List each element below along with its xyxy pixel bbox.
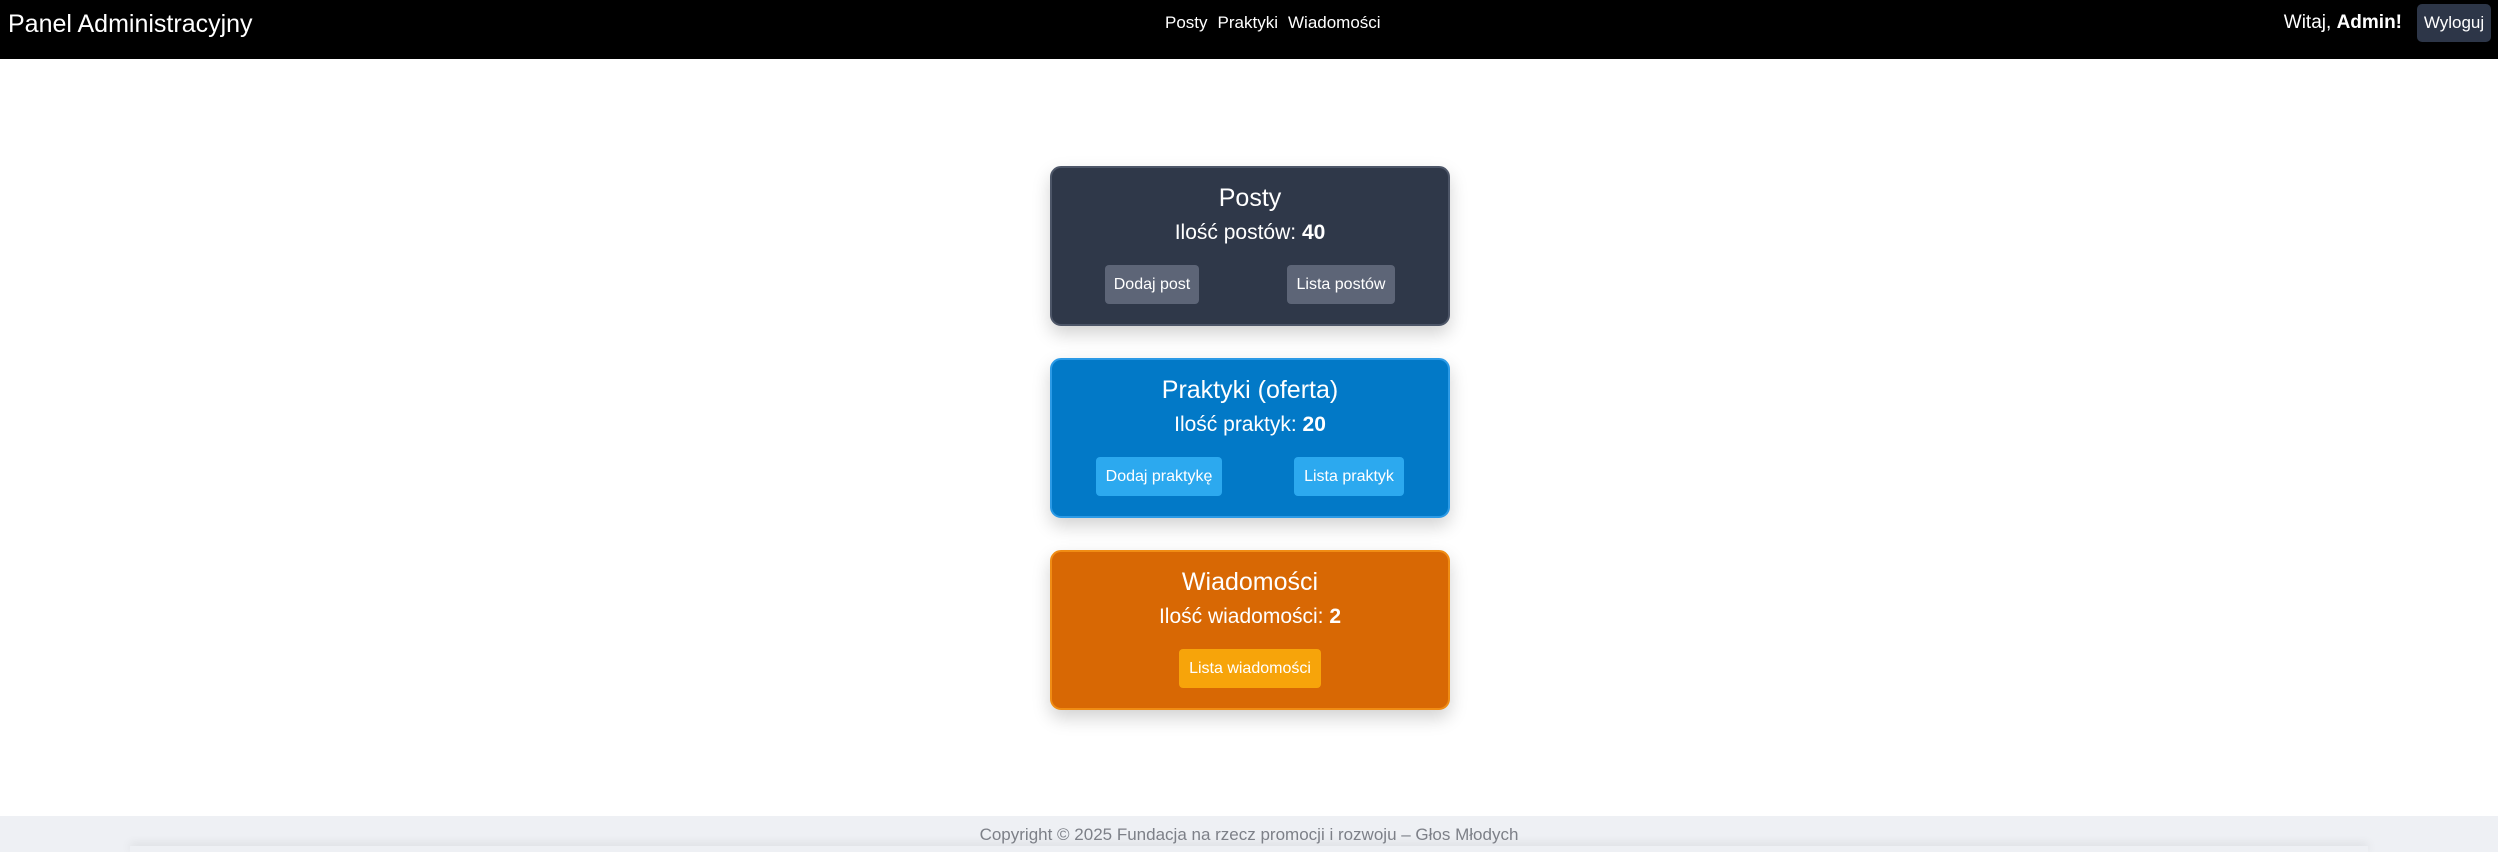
wiadomosci-card-title: Wiadomości [1181, 568, 1319, 596]
post-list-button[interactable]: Lista postów [1287, 265, 1395, 304]
nav-link-praktyki[interactable]: Praktyki [1217, 13, 1278, 32]
praktyki-card: Praktyki (oferta) Ilość praktyk: 20 Doda… [1050, 358, 1450, 518]
footer-copyright: Copyright © 2025 Fundacja na rzecz promo… [979, 825, 1519, 844]
brand-title[interactable]: Panel Administracyjny [8, 10, 253, 38]
add-praktyka-button[interactable]: Dodaj praktykę [1096, 457, 1222, 496]
welcome-message: Witaj, Admin! [2284, 13, 2402, 33]
posts-count-label: Ilość postów: [1174, 221, 1297, 244]
posts-count-value: 40 [1301, 221, 1326, 244]
wiadomosci-count-label: Ilość wiadomości: [1158, 605, 1324, 628]
wiadomosci-count-value: 2 [1329, 605, 1342, 628]
posts-card-title: Posty [1218, 184, 1282, 212]
top-navbar: Panel Administracyjny Posty Praktyki Wia… [0, 0, 2498, 59]
praktyki-card-title: Praktyki (oferta) [1161, 376, 1339, 404]
messages-list-button[interactable]: Lista wiadomości [1179, 649, 1321, 688]
nav-link-posty[interactable]: Posty [1165, 13, 1208, 32]
add-post-button[interactable]: Dodaj post [1105, 265, 1199, 304]
praktyki-count-label: Ilość praktyk: [1174, 413, 1297, 436]
praktyki-list-button[interactable]: Lista praktyk [1294, 457, 1404, 496]
main-nav: Posty Praktyki Wiadomości [1165, 13, 1381, 33]
welcome-username: Admin! [2336, 12, 2402, 33]
footer: Copyright © 2025 Fundacja na rzecz promo… [0, 816, 2498, 852]
posts-count: Ilość postów: 40 [1052, 220, 1448, 246]
welcome-prefix: Witaj, [2283, 12, 2332, 33]
wiadomosci-count: Ilość wiadomości: 2 [1052, 604, 1448, 630]
wiadomosci-card: Wiadomości Ilość wiadomości: 2 Lista wia… [1050, 550, 1450, 710]
nav-link-wiadomosci[interactable]: Wiadomości [1288, 13, 1381, 32]
praktyki-count: Ilość praktyk: 20 [1052, 412, 1448, 438]
logout-button[interactable]: Wyloguj [2417, 4, 2491, 42]
posts-card: Posty Ilość postów: 40 Dodaj post Lista … [1050, 166, 1450, 326]
praktyki-count-value: 20 [1302, 413, 1326, 436]
footer-shadow [130, 846, 2368, 852]
